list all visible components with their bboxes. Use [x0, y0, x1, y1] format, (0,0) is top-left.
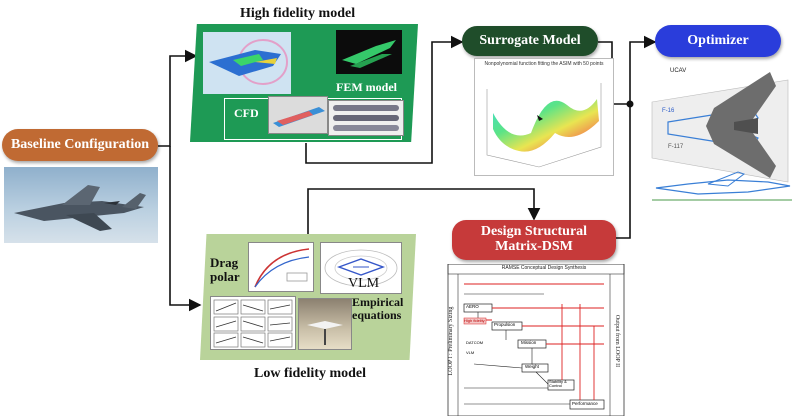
dsm-right-side-label: Output from LOOP II: [614, 314, 620, 368]
dsm-to-junction-connector: [616, 104, 631, 239]
optimizer-label: Optimizer: [687, 32, 749, 48]
dsm-left-side-label: LOOP I : Preliminary Sizing: [448, 306, 454, 376]
surrogate-to-optimizer-connector: [598, 35, 657, 105]
drag-polar-label: Drag polar: [210, 255, 240, 284]
dsm-block-propulsion: Propulsion: [494, 322, 516, 327]
baseline-to-lf-connector: [169, 146, 202, 312]
sensitivity-plots: [210, 296, 296, 350]
dsm-tag-datcom: DATCOM: [466, 340, 484, 345]
dsm-block-mission: Mission: [521, 340, 537, 345]
high-fidelity-caption: High fidelity model: [240, 6, 356, 21]
optimizer-node: Optimizer: [655, 25, 781, 57]
surrogate-model-label: Surrogate Model: [479, 32, 581, 48]
baseline-configuration-node: Baseline Configuration: [2, 129, 158, 161]
dsm-label: Design Structural Matrix-DSM: [480, 224, 588, 254]
optimizer-label-f16: F-16: [662, 108, 675, 114]
optimizer-planform-figure: UCAV F-16 F-117: [648, 62, 796, 204]
hf-aircraft-render: [203, 32, 291, 94]
surrogate-model-node: Surrogate Model: [462, 26, 598, 56]
surrogate-plot-title: Nonpolynomial function fitting the ASIM …: [484, 61, 604, 67]
cfd-blades-render: [328, 100, 404, 136]
baseline-configuration-label: Baseline Configuration: [10, 136, 150, 152]
dsm-block-stability: Stability & Control: [549, 379, 567, 388]
wind-tunnel-photo: [298, 298, 352, 350]
drag-polar-plot: [248, 242, 314, 292]
optimizer-label-ucav: UCAV: [670, 68, 687, 74]
dsm-block-weight: Weight: [525, 364, 539, 369]
dsm-matrix-figure: RAMSE Conceptual Design Synthesis LOOP I…: [444, 264, 628, 416]
cfd-label: CFD: [234, 106, 259, 120]
low-fidelity-caption: Low fidelity model: [254, 366, 366, 381]
dsm-header: RAMSE Conceptual Design Synthesis: [501, 265, 587, 271]
lf-to-dsm-connector: [307, 188, 541, 234]
cfd-render: [268, 96, 328, 134]
dsm-node: Design Structural Matrix-DSM: [452, 220, 616, 260]
vlm-label: VLM: [348, 276, 380, 291]
empirical-equations-label: Empirical equations: [352, 295, 404, 323]
dsm-tag-vlm: VLM: [466, 350, 475, 355]
hf-to-surrogate-connector: [305, 35, 464, 164]
dsm-block-aero: AERO: [466, 304, 479, 309]
optimizer-label-f117: F-117: [668, 144, 684, 150]
baseline-aircraft-photo: [4, 167, 158, 243]
fem-model-label: FEM model: [336, 80, 397, 94]
dsm-block-performance: Performance: [572, 401, 598, 406]
surrogate-surface-plot: Nonpolynomial function fitting the ASIM …: [474, 58, 614, 176]
baseline-to-hf-connector: [158, 49, 198, 147]
vlm-plot: [320, 242, 402, 294]
hf-fem-render: [336, 30, 402, 74]
dsm-tag-high-fidelity: High fidelity: [464, 318, 485, 323]
